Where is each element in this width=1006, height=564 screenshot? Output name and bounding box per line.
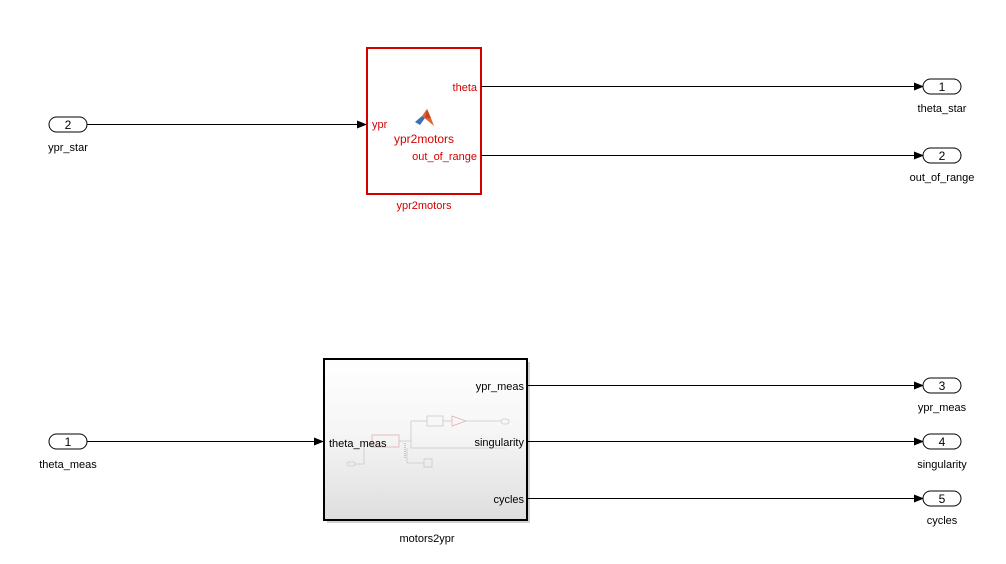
outport-number: 3 bbox=[939, 379, 946, 393]
outport-ypr-meas[interactable]: 3 ypr_meas bbox=[918, 377, 967, 414]
input-port-label: theta_meas bbox=[329, 438, 387, 450]
outport-out-of-range[interactable]: 2 out_of_range bbox=[910, 147, 975, 184]
matlab-function-icon bbox=[415, 109, 434, 126]
outport-number: 5 bbox=[939, 492, 946, 506]
block-name-motors2ypr: motors2ypr bbox=[399, 533, 454, 545]
inport-label: ypr_star bbox=[48, 142, 88, 154]
output-port-label: ypr_meas bbox=[476, 381, 525, 393]
outport-label: singularity bbox=[917, 459, 967, 471]
inport-ypr-star[interactable]: 2 ypr_star bbox=[48, 116, 88, 154]
output-port-label: theta bbox=[453, 82, 478, 94]
outport-number: 1 bbox=[939, 80, 946, 94]
block-inner-name: ypr2motors bbox=[394, 132, 454, 146]
block-motors2ypr[interactable]: theta_meas ypr_meas singularity cycles bbox=[323, 358, 530, 523]
output-port-label: out_of_range bbox=[412, 151, 477, 163]
output-port-label: cycles bbox=[493, 494, 524, 506]
block-ypr2motors[interactable]: ypr theta out_of_range ypr2motors bbox=[366, 47, 482, 195]
outport-label: out_of_range bbox=[910, 172, 975, 184]
outport-number: 4 bbox=[939, 435, 946, 449]
inport-label: theta_meas bbox=[39, 459, 97, 471]
block-name-ypr2motors: ypr2motors bbox=[396, 200, 452, 212]
outport-label: ypr_meas bbox=[918, 402, 967, 414]
outport-theta-star[interactable]: 1 theta_star bbox=[918, 78, 967, 115]
outport-label: theta_star bbox=[918, 103, 967, 115]
outport-cycles[interactable]: 5 cycles bbox=[922, 490, 962, 527]
inport-theta-meas[interactable]: 1 theta_meas bbox=[39, 433, 97, 471]
output-port-label: singularity bbox=[474, 437, 524, 449]
outport-singularity[interactable]: 4 singularity bbox=[917, 433, 967, 471]
inport-number: 1 bbox=[65, 435, 72, 449]
outport-number: 2 bbox=[939, 149, 946, 163]
subsystem-preview-icon bbox=[346, 415, 510, 468]
signal-lines bbox=[87, 82, 924, 503]
inport-number: 2 bbox=[65, 118, 72, 132]
outport-label: cycles bbox=[927, 515, 958, 527]
input-port-label: ypr bbox=[372, 119, 388, 131]
